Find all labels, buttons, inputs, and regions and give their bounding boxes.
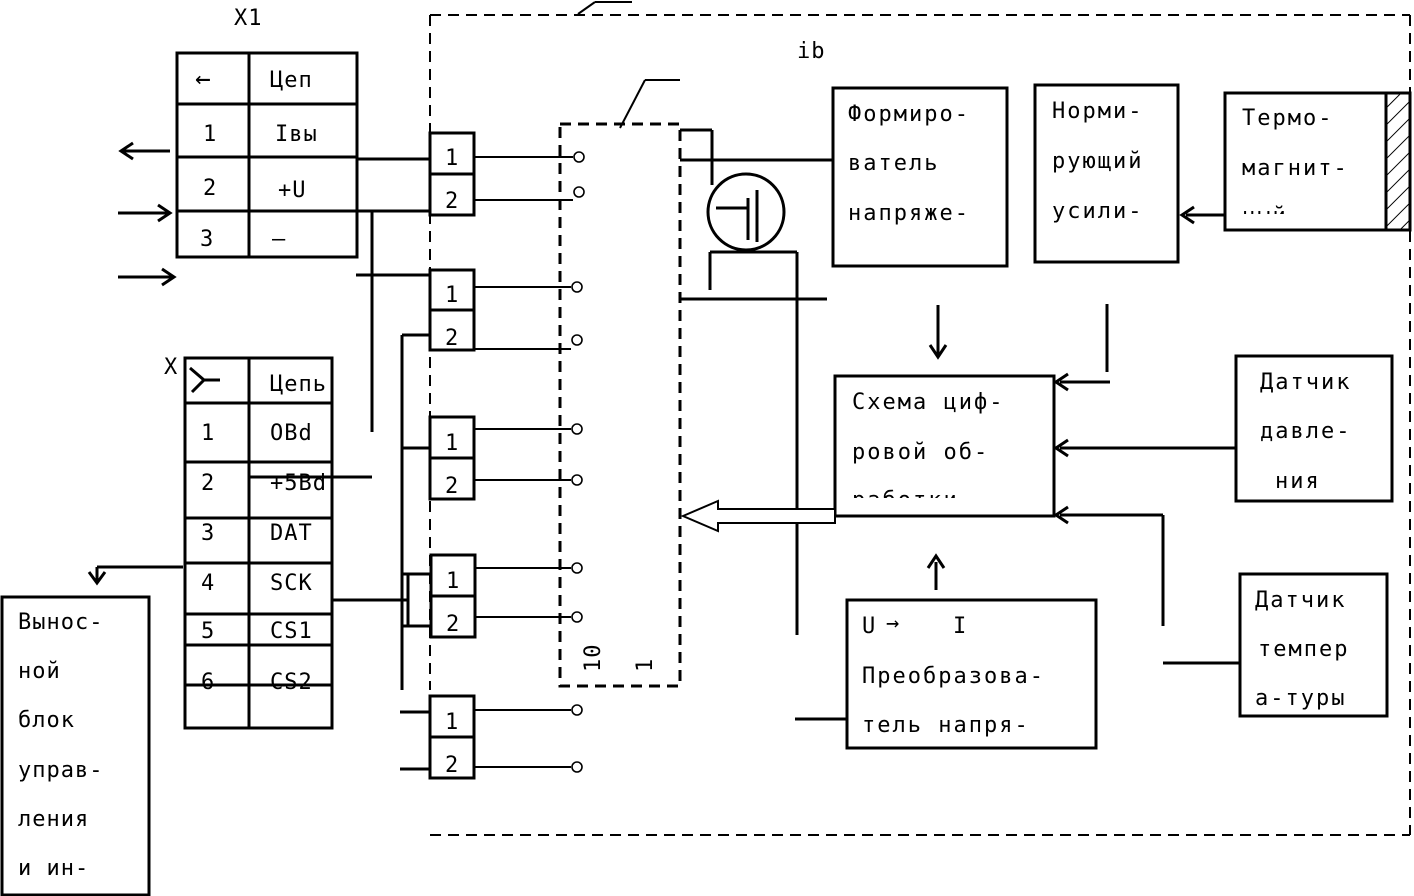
switch-pin-label: 1 [446,569,460,594]
switch-pair: 1 2 [428,415,583,501]
connector-x2-title: X [164,355,178,380]
switch-pin-label: 2 [445,474,459,499]
remote-unit-arrow [87,565,183,586]
switch-pin-label: 2 [445,753,459,778]
connector-x2-row-label: +5Bd [270,471,327,496]
connector-x2: X Цепь 1 OBd 2 +5Bd 3 DAT 4 SCK 5 CS1 6 … [164,355,334,730]
switch-pin-label: 1 [445,710,459,735]
arrow-converter-to-processing [926,553,946,590]
temperature-sensor-text: Датчик [1255,588,1346,613]
connector-x1-row-num: 1 [203,122,217,147]
switch-pin-label: 2 [445,189,459,214]
remote-unit-text: ной [18,659,61,684]
connector-x2-row-num: 2 [201,471,215,496]
normalizing-amp-text: рующий [1052,149,1143,174]
switch-pin-label: 1 [445,431,459,456]
converter-i: I [953,614,968,639]
digital-processing-block: Схема циф- ровой об- работки [833,374,1056,518]
thermomagnetic-text: Термо- [1242,106,1333,131]
voltage-former-text: Формиро- [848,102,970,127]
dip-switch: 10 1 [558,79,682,688]
arrow-pressure-to-processing [1053,438,1236,458]
remote-unit-text: блок [18,708,75,733]
digital-processing-text: Схема циф- [852,390,1004,415]
arrow-amp-to-processing [1053,304,1110,392]
module-label: ib [797,39,826,64]
arrow-temp-to-processing [1053,505,1240,665]
connector-x1-header: Цеп [270,68,313,93]
connector-x2-row-label: CS1 [270,619,313,644]
switch-pin-label: 1 [445,283,459,308]
temperature-sensor-text: а-туры [1255,686,1346,711]
connector-x1-row-num: 2 [203,176,217,201]
pressure-sensor-block: Датчик давле- ния [1234,354,1394,503]
connector-x2-row-num: 4 [201,571,215,596]
switch-pair: 1 2 [428,268,583,352]
switch-pair: 1 2 [428,694,583,780]
digital-processing-text: ровой об- [852,440,989,465]
connector-x2-row-label: SCK [270,571,313,596]
arrow-to-amp [1179,205,1224,225]
discharge-tube [680,128,832,635]
converter-u: U [862,614,877,639]
dip-switch-label: 1 [633,658,658,672]
pressure-sensor-text: давле- [1260,419,1351,444]
dip-switch-label: 10 [581,644,606,673]
thermomagnetic-block: Термо- магнит- ный [1223,91,1412,232]
pressure-sensor-text: ния [1275,469,1321,494]
arrow-right-icon: → [886,611,901,636]
connector-x1-title: X1 [234,6,263,31]
remote-unit-text: ления [18,807,89,832]
connector-x2-row-num: 1 [201,421,215,446]
switch-pin-label: 2 [446,612,460,637]
normalizing-amp-text: усили- [1052,199,1143,224]
remote-unit-text: управ- [18,758,103,783]
switch-pin-label: 2 [445,326,459,351]
pressure-sensor-text: Датчик [1260,370,1351,395]
remote-unit-text: и ин- [18,856,89,881]
bus-arrow-processing-to-switch [680,499,836,533]
converter-block: U → I Преобразова- тель напря- [845,598,1098,750]
remote-unit-text: Вынос- [18,610,103,635]
connector-x2-row-num: 5 [201,619,215,644]
connector-x1: X1 ← Цеп 1 Iвы 2 +U 3 – [175,6,359,259]
connector-x2-row-label: CS2 [270,670,313,695]
connector-x2-row-num: 3 [201,521,215,546]
switch-pin-label: 1 [445,146,459,171]
temperature-sensor-block: Датчик темпер а-туры [1238,572,1389,718]
voltage-former-text: ватель [848,151,939,176]
connector-x2-header: Цепь [270,372,327,397]
converter-text: Преобразова- [862,664,1045,689]
connector-x2-row-label: DAT [270,521,313,546]
converter-text: тель напря- [862,713,1030,738]
connector-x2-row-num: 6 [201,670,215,695]
arrow-former-to-processing [928,305,948,360]
switch-pair: 1 2 [428,131,585,217]
normalizing-amp-block: Норми- рующий усили- [1033,83,1180,264]
x1-external-arrows [118,141,177,287]
voltage-former-block: Формиро- ватель напряже- [831,86,1009,268]
thermomagnetic-text: магнит- [1242,156,1349,181]
normalizing-amp-text: Норми- [1052,99,1143,124]
connector-x1-row-label: – [272,227,286,252]
voltage-former-text: напряже- [848,201,970,226]
connector-x1-row-num: 3 [200,227,214,252]
connector-x2-row-label: OBd [270,421,313,446]
temperature-sensor-text: темпер [1258,637,1349,662]
connector-x1-row-label: +U [278,178,307,203]
connector-x1-row-label: Iвы [275,122,318,147]
switch-pair: 1 2 [429,553,583,639]
remote-unit-block: Вынос- ной блок управ- ления и ин- [0,595,151,896]
arrow-left-icon: ← [195,64,212,94]
input-wiring [333,157,430,771]
